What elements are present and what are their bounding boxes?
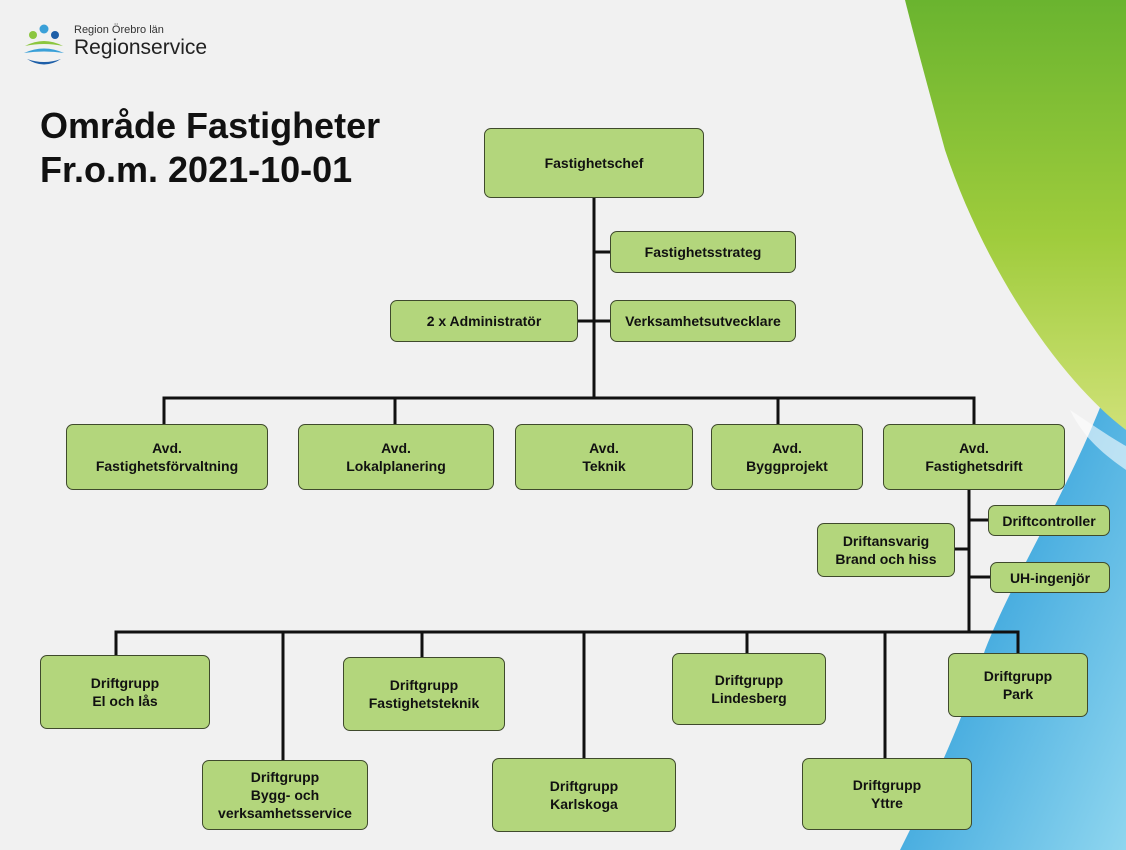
box-avd-fastighetsdrift: Avd. Fastighetsdrift	[883, 424, 1065, 490]
logo-regionservice-text: Regionservice	[74, 36, 208, 59]
title-line-2: Fr.o.m. 2021-10-01	[40, 149, 353, 190]
box-driftgrupp-el-las: Driftgrupp El och lås	[40, 655, 210, 729]
box-uh-ingenjor: UH-ingenjör	[990, 562, 1110, 593]
regionservice-logo: Region Örebro län Regionservice	[22, 22, 222, 72]
box-avd-lokalplanering: Avd. Lokalplanering	[298, 424, 494, 490]
logo-region-text: Region Örebro län	[74, 24, 164, 36]
box-driftgrupp-karlskoga: Driftgrupp Karlskoga	[492, 758, 676, 832]
box-avd-teknik: Avd. Teknik	[515, 424, 693, 490]
box-driftgrupp-yttre: Driftgrupp Yttre	[802, 758, 972, 830]
box-verksamhetsutvecklare: Verksamhetsutvecklare	[610, 300, 796, 342]
logo-people-icon	[24, 24, 64, 65]
box-driftgrupp-fastighetsteknik: Driftgrupp Fastighetsteknik	[343, 657, 505, 731]
box-fastighetsstrateg: Fastighetsstrateg	[610, 231, 796, 273]
box-avd-fastighetsforvaltning: Avd. Fastighetsförvaltning	[66, 424, 268, 490]
box-driftgrupp-bygg: Driftgrupp Bygg- och verksamhetsservice	[202, 760, 368, 830]
box-driftcontroller: Driftcontroller	[988, 505, 1110, 536]
box-driftgrupp-park: Driftgrupp Park	[948, 653, 1088, 717]
box-fastighetschef: Fastighetschef	[484, 128, 704, 198]
green-swoosh	[905, 0, 1126, 430]
box-driftgrupp-lindesberg: Driftgrupp Lindesberg	[672, 653, 826, 725]
box-avd-byggprojekt: Avd. Byggprojekt	[711, 424, 863, 490]
box-administrator: 2 x Administratör	[390, 300, 578, 342]
title-line-1: Område Fastigheter	[40, 105, 381, 146]
swoosh-highlight	[1070, 410, 1126, 470]
box-driftansvarig-brand-hiss: Driftansvarig Brand och hiss	[817, 523, 955, 577]
page-title: Område Fastigheter Fr.o.m. 2021-10-01	[40, 104, 380, 192]
